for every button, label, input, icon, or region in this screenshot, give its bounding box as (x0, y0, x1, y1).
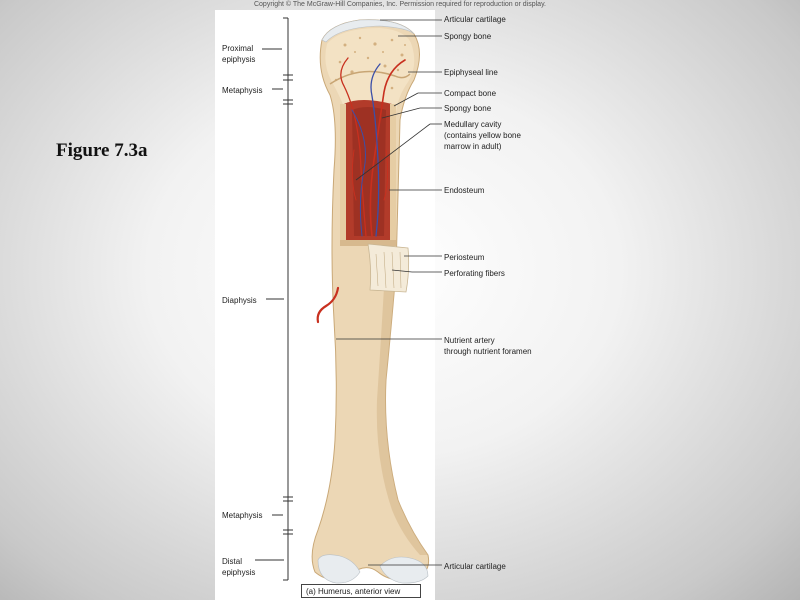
label-diaphysis: Diaphysis (222, 295, 257, 306)
label-articular-cartilage-top: Articular cartilage (444, 14, 506, 25)
label-spongy-bone-top: Spongy bone (444, 31, 491, 42)
label-articular-cartilage-bottom: Articular cartilage (444, 561, 506, 572)
label-medullary-cavity: Medullary cavity (contains yellow bone m… (444, 119, 521, 152)
figure-caption: (a) Humerus, anterior view (301, 584, 421, 598)
label-compact-bone: Compact bone (444, 88, 496, 99)
label-distal-epiphysis: Distal epiphysis (222, 556, 255, 578)
label-epiphyseal-line: Epiphyseal line (444, 67, 498, 78)
label-spongy-bone: Spongy bone (444, 103, 491, 114)
label-perforating-fibers: Perforating fibers (444, 268, 505, 279)
label-metaphysis-top: Metaphysis (222, 85, 262, 96)
label-endosteum: Endosteum (444, 185, 484, 196)
label-nutrient-artery: Nutrient artery through nutrient foramen (444, 335, 532, 357)
label-proximal-epiphysis: Proximal epiphysis (222, 43, 255, 65)
label-periosteum: Periosteum (444, 252, 484, 263)
region-brackets (255, 18, 293, 580)
periosteum-flap (368, 244, 409, 292)
label-metaphysis-bottom: Metaphysis (222, 510, 262, 521)
